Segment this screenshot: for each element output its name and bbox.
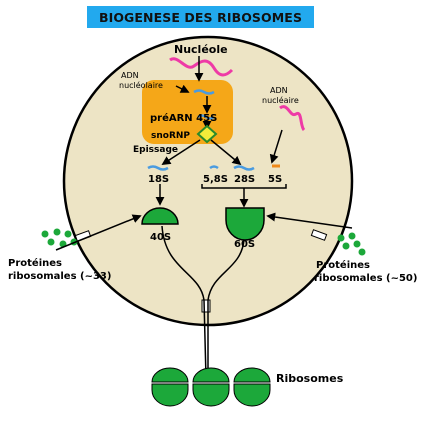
rna-mark-prearn [197, 114, 215, 120]
snornp-complex [196, 124, 218, 144]
label-epissage: Epissage [133, 145, 178, 155]
label-proteines-right-1: Protéines [316, 259, 370, 271]
ribosome-3 [233, 367, 271, 407]
label-adn-nucleaire-2: nucléaire [262, 95, 299, 105]
label-proteines-left-1: Protéines [8, 257, 62, 269]
label-adn-nucleaire-1: ADN [270, 86, 288, 95]
subunit-60s [225, 207, 265, 241]
subunit-40s [141, 207, 179, 225]
rrna-58s-mark [209, 165, 219, 170]
nuclear-pore-right [310, 229, 328, 241]
label-adn-nucleolaire-2: nucléolaire [119, 80, 163, 90]
arrow-to-18s [161, 139, 201, 165]
label-adn-nucleolaire-1: ADN [121, 71, 139, 80]
nuclear-dna [279, 105, 306, 132]
proteins-right-dots [337, 232, 366, 256]
arrow-proteins-60s [266, 212, 353, 229]
arrow-adn-nucleolaire [175, 84, 190, 93]
rna-mark-upper [193, 89, 215, 95]
label-40s: 40S [150, 232, 171, 243]
diagram-title: BIOGENESE DES RIBOSOMES [98, 9, 303, 25]
label-prearn: préARN 45S [150, 112, 217, 124]
export-arrow-40s [161, 225, 211, 380]
ribosome-2 [192, 367, 230, 407]
label-58s: 5,8S [203, 174, 228, 185]
label-18s: 18S [148, 174, 169, 185]
label-5s: 5S [268, 174, 282, 185]
label-60s: 60S [234, 239, 255, 250]
label-proteines-left-2: ribosomales (~33) [8, 271, 111, 282]
arrow-to-28s [210, 139, 242, 166]
label-snornp: snoRNP [151, 131, 190, 141]
label-proteines-right-2: ribosomales (~50) [314, 273, 417, 284]
arrow-to-5s [269, 129, 283, 164]
export-arrow-60s [203, 239, 245, 380]
rrna-28s-mark [233, 165, 255, 171]
rrna-18s-mark [147, 165, 169, 171]
arrow-proteins-40s [55, 214, 142, 251]
title-banner: BIOGENESE DES RIBOSOMES [87, 6, 314, 28]
label-nucleole: Nucléole [174, 43, 228, 56]
nuclear-pore-bottom [201, 299, 211, 313]
nucleolar-dna [169, 57, 234, 77]
label-ribosomes: Ribosomes [276, 372, 344, 385]
ribosome-1 [151, 367, 189, 407]
label-28s: 28S [234, 174, 255, 185]
